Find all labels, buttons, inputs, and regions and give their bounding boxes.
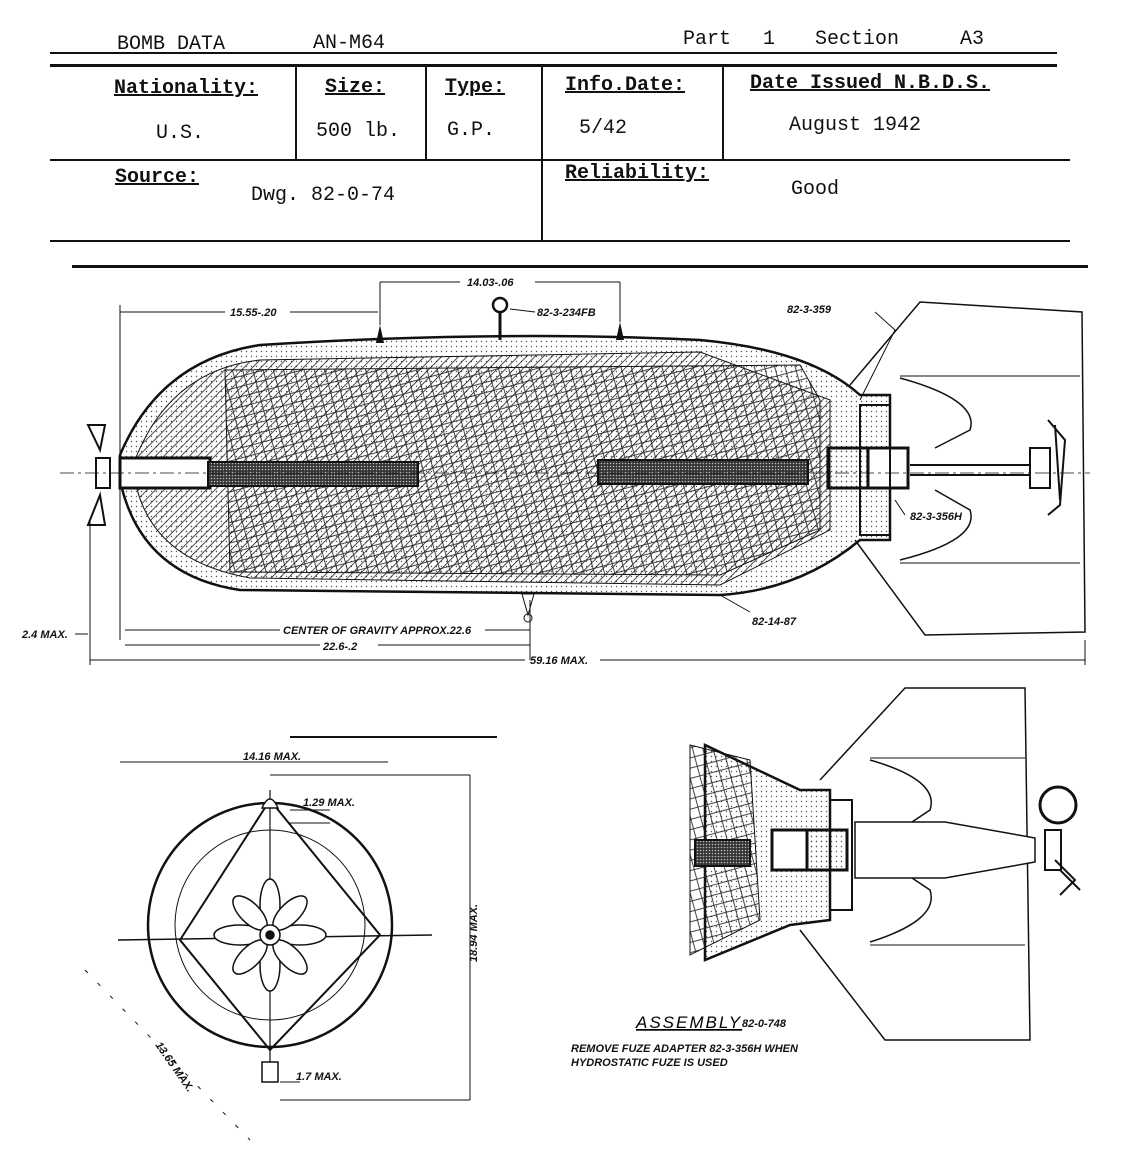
col-divider: [541, 66, 543, 242]
header-rule: [50, 52, 1057, 54]
dim-lower-lug: 1.7 MAX.: [296, 1071, 342, 1083]
doc-title: BOMB DATA: [117, 33, 226, 56]
source-value: Dwg. 82-0-74: [251, 184, 396, 207]
dim-diameter: 13.65 MAX.: [153, 1040, 196, 1094]
nationality-label: Nationality:: [114, 77, 259, 100]
type-value: G.P.: [447, 119, 496, 142]
dim-width: 14.16 MAX.: [243, 751, 301, 763]
info-date-value: 5/42: [579, 117, 628, 140]
part-number: 1: [763, 28, 776, 51]
info-date-label: Info.Date:: [565, 74, 686, 97]
size-value: 500 lb.: [316, 120, 401, 143]
bomb-side-view: 14.03-.06 15.55-.20 82-3-234FB 82-3-359 …: [21, 277, 1090, 667]
table-bottom-rule: [50, 240, 1070, 242]
nationality-value: U.S.: [156, 122, 205, 145]
tail-assembly-view: [689, 687, 1081, 1041]
dim-height: 18.94 MAX.: [468, 904, 480, 962]
size-label: Size:: [325, 76, 386, 99]
assembly-drawing-number: 82-0-748: [742, 1018, 787, 1030]
reliability-value: Good: [791, 178, 840, 201]
section-number: A3: [960, 28, 985, 51]
drawing-rule: [72, 265, 1088, 268]
type-label: Type:: [445, 76, 506, 99]
bomb-model: AN-M64: [313, 32, 386, 55]
col-divider: [425, 66, 427, 161]
assembly-title: ASSEMBLY: [635, 1013, 742, 1032]
row-divider: [50, 159, 1070, 161]
reliability-label: Reliability:: [565, 162, 710, 185]
source-label: Source:: [115, 166, 200, 189]
assembly-note-line1: REMOVE FUZE ADAPTER 82-3-356H WHEN: [571, 1043, 799, 1055]
dim-cg: 22.6-.2: [322, 641, 357, 653]
dim-lug-height: 1.29 MAX.: [303, 797, 355, 809]
dim-overall-length: 59.16 MAX.: [530, 655, 588, 667]
center-of-gravity-label: CENTER OF GRAVITY APPROX.22.6: [283, 625, 472, 637]
part-suspension-lug: 82-3-234FB: [537, 307, 596, 319]
col-divider: [295, 66, 297, 161]
dim-suspension-spacing: 14.03-.06: [467, 277, 514, 289]
dim-nose-to-lug: 15.55-.20: [230, 307, 277, 319]
date-issued-label: Date Issued N.B.D.S.: [750, 72, 991, 95]
dim-nose-fuze: 2.4 MAX.: [21, 629, 68, 641]
part-tail-fin: 82-3-359: [787, 304, 832, 316]
part-fuze-adapter: 82-3-356H: [910, 511, 963, 523]
date-issued-value: August 1942: [789, 114, 922, 137]
assembly-note-line2: HYDROSTATIC FUZE IS USED: [571, 1057, 728, 1069]
table-top-rule: [50, 64, 1057, 67]
bomb-end-view: 14.16 MAX. 1.29 MAX. 18.94 MAX. 13.65 MA…: [84, 736, 497, 1141]
section-label: Section: [815, 28, 900, 51]
part-label: Part: [683, 28, 732, 51]
col-divider: [722, 66, 724, 161]
part-body: 82-14-87: [752, 616, 797, 628]
